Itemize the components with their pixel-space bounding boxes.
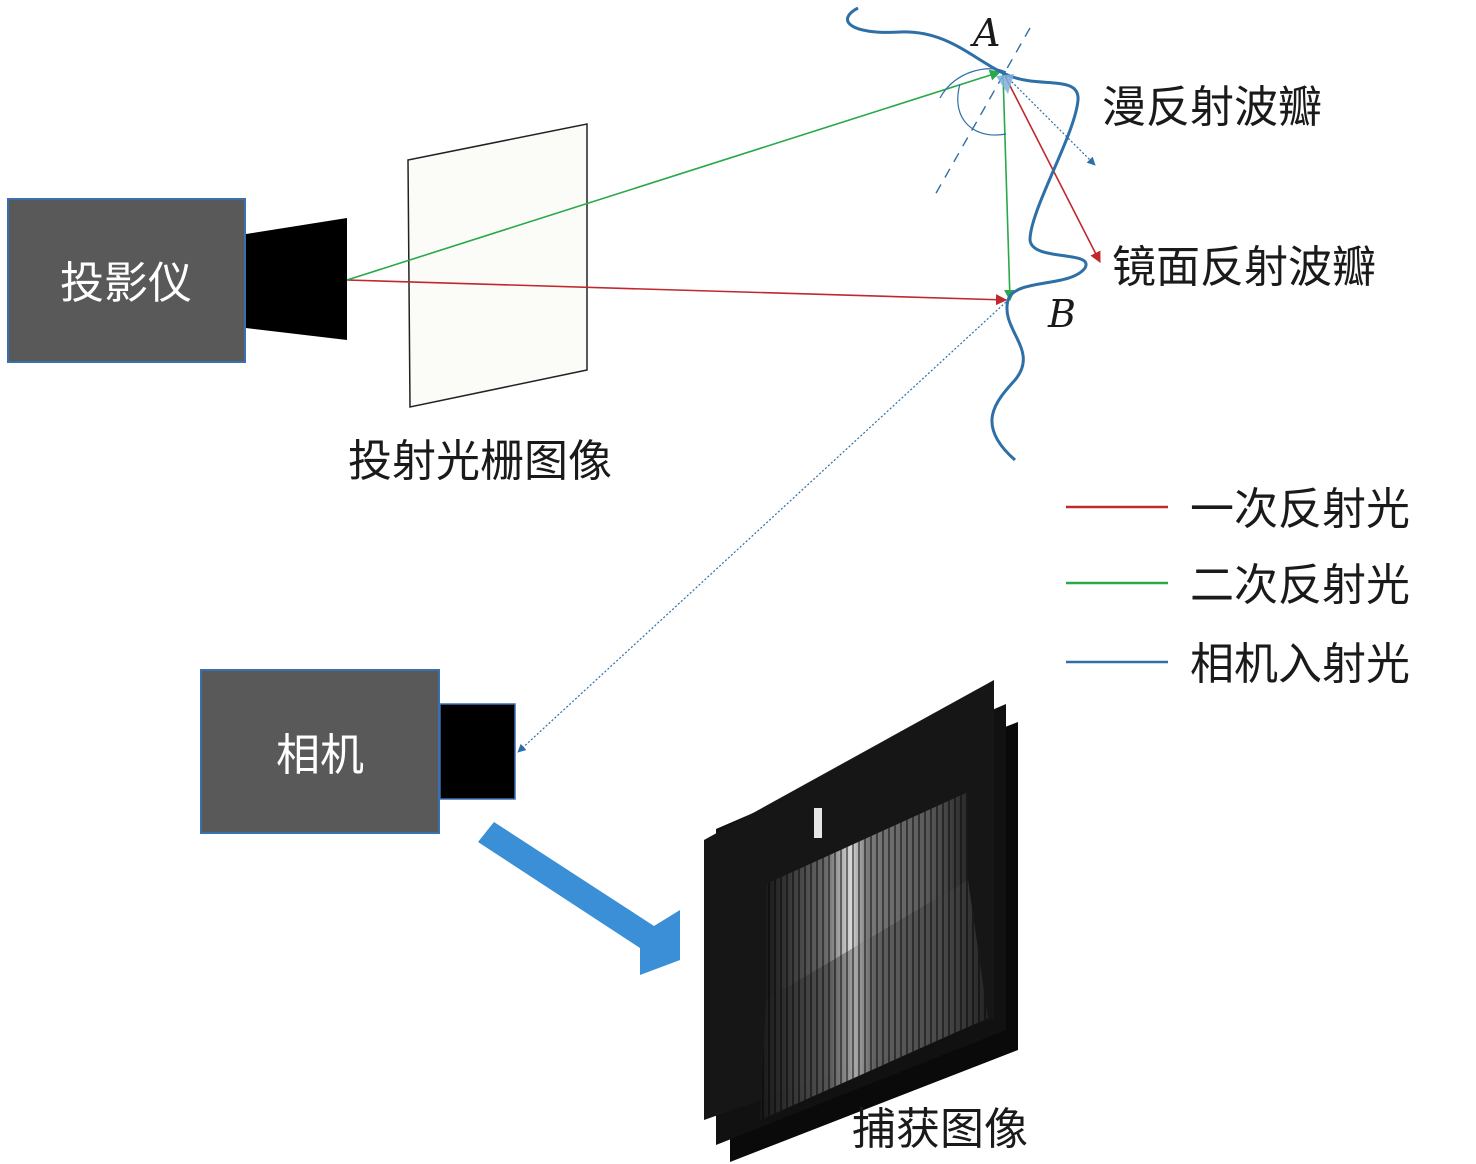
point-b-label: B xyxy=(1047,292,1076,336)
camera: 相机 xyxy=(200,669,516,834)
grating-screen: 投射光栅图像 xyxy=(348,123,612,487)
captured-image-stack: 捕获图像 xyxy=(704,680,1028,1162)
grating-panel xyxy=(407,123,588,408)
projector: 投影仪 xyxy=(7,198,347,363)
lobe-indicator-a xyxy=(934,27,1031,196)
camera-label: 相机 xyxy=(276,730,364,781)
primary-reflection-ray xyxy=(346,279,1008,306)
legend-label-primary: 一次反射光 xyxy=(1190,484,1410,535)
grating-label: 投射光栅图像 xyxy=(348,436,612,487)
legend: 一次反射光 二次反射光 相机入射光 xyxy=(1066,484,1410,690)
specular-lobe-label: 镜面反射波瓣 xyxy=(1112,242,1376,293)
object-surface-curve xyxy=(846,6,1088,462)
secondary-reflection-ray-down xyxy=(1002,73,1016,302)
legend-label-secondary: 二次反射光 xyxy=(1190,560,1410,611)
capture-arrow xyxy=(478,822,680,975)
camera-body xyxy=(200,669,440,834)
projector-label: 投影仪 xyxy=(60,258,192,309)
diffuse-lobe-label: 漫反射波瓣 xyxy=(1102,82,1322,133)
camera-lens xyxy=(439,703,516,800)
secondary-reflection-ray xyxy=(346,69,1002,281)
projector-body xyxy=(7,198,246,363)
diffuse-lobe-ray xyxy=(1005,75,1096,166)
captured-label: 捕获图像 xyxy=(852,1104,1028,1155)
captured-fringe-image xyxy=(760,792,988,1120)
projector-lens xyxy=(246,218,347,340)
point-a-label: A xyxy=(970,11,1000,55)
camera-incident-ray xyxy=(517,301,1007,753)
legend-label-camera: 相机入射光 xyxy=(1190,639,1410,690)
